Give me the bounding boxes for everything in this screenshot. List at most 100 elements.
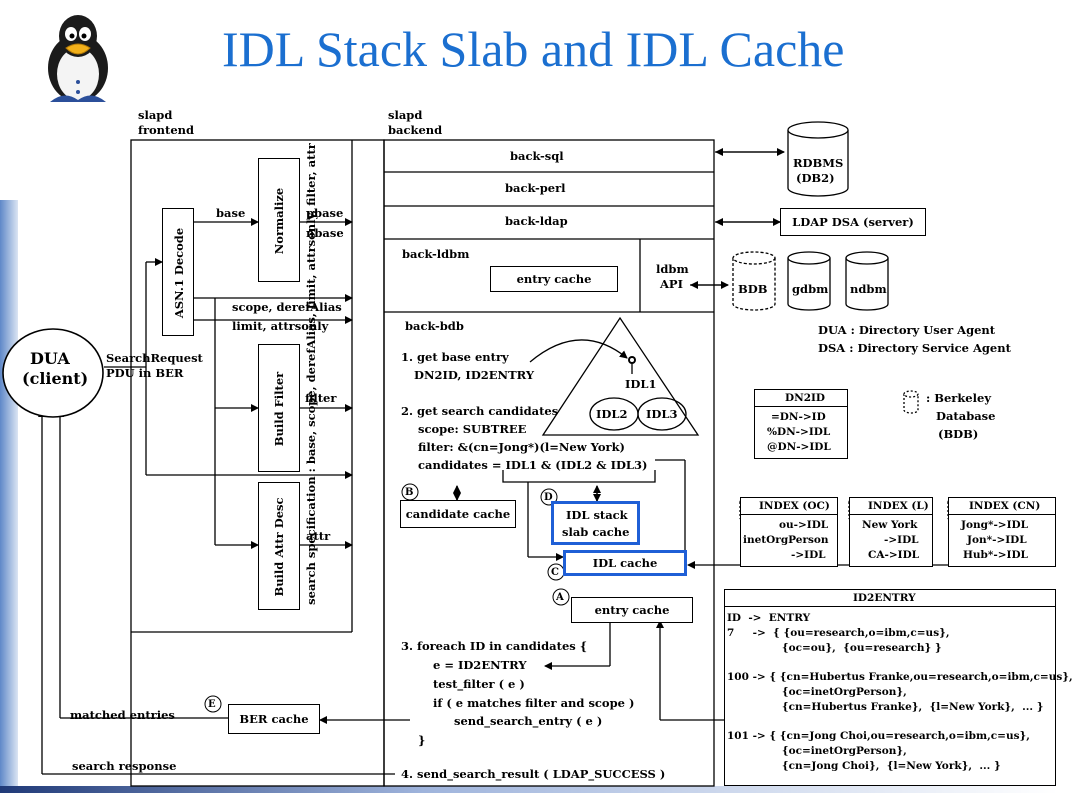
berkeley-line1: : Berkeley [926,391,991,405]
idl-stack-slab-cache-box: IDL stack slab cache [551,501,640,545]
index-oc-table: INDEX (OC) ou->IDL inetOrgPerson ->IDL [740,497,838,567]
bottom-decoration [0,786,1058,793]
index-oc-row3: ->IDL [791,549,826,561]
marker-e: E [208,699,216,710]
index-cn-title: INDEX (CN) [969,500,1041,512]
back-bdb-label: back-bdb [405,319,464,333]
rdbms-label-line2: (DB2) [796,171,835,185]
index-cn-table: INDEX (CN) Jong*->IDL Jon*->IDL Hub*->ID… [948,497,1056,567]
step4-text: 4. send_search_result ( LDAP_SUCCESS ) [401,767,666,781]
search-specification-label: search specification : base, scope, dere… [304,143,318,605]
ndbm-label: ndbm [850,282,887,296]
back-ldbm-label: back-ldbm [402,247,470,261]
ber-cache-box: BER cache [228,704,320,734]
backend-label-line1: slapd [388,108,423,122]
normalize-box: Normalize [258,158,300,282]
bdb-label: BDB [738,282,768,296]
index-l-row3: CA->IDL [868,549,920,561]
frontend-label-line1: slapd [138,108,173,122]
idl-stack-label-line1: IDL stack [566,508,628,522]
dn2id-title: DN2ID [785,392,826,404]
step2-candidates: candidates = IDL1 & (IDL2 & IDL3) [418,458,648,472]
dua-definition: DUA : Directory User Agent [818,323,996,337]
ldbm-api-line2: API [660,277,683,291]
filter-label: filter [305,391,337,405]
index-oc-title: INDEX (OC) [759,500,830,512]
marker-a: A [556,592,564,603]
idl-stack-label-line2: slab cache [562,525,630,539]
index-l-row1: New York [862,519,918,531]
id2entry-line: {cn=Jong Choi}, {l=New York}, ... } [727,760,1001,772]
id2entry-table: ID2ENTRY ID -> ENTRY 7 -> { {ou=research,… [724,589,1073,786]
idl3-label: IDL3 [646,407,678,421]
index-l-table: INDEX (L) New York ->IDL CA->IDL [849,497,933,567]
berkeley-line2: Database [936,409,996,423]
idl1-label: IDL1 [625,377,657,391]
index-l-title: INDEX (L) [868,500,929,512]
bdb-entry-cache-box: entry cache [571,597,693,623]
candidate-cache-box: candidate cache [400,500,516,528]
backend-label-line2: backend [388,123,443,137]
asn1-decode-box: ASN.1 Decode [162,208,194,336]
index-cn-row1: Jong*->IDL [961,519,1028,531]
marker-b: B [405,487,414,498]
page-title: IDL Stack Slab and IDL Cache [222,21,845,77]
attr-label: attr [306,529,331,543]
dua-label-line1: DUA [30,349,70,368]
build-filter-label: Build Filter [272,371,286,447]
dn2id-row3: @DN->IDL [767,441,831,453]
index-cn-row2: Jon*->IDL [967,534,1027,546]
id2entry-line: {oc=inetOrgPerson}, [727,745,907,758]
idl-cache-box: IDL cache [563,550,687,576]
index-oc-row2: inetOrgPerson [743,534,829,546]
rdbms-label-line1: RDBMS [793,156,844,170]
step3-send: send_search_entry ( e ) [454,714,603,728]
berkeley-line3: (BDB) [938,427,979,441]
back-ldap-label: back-ldap [505,214,568,228]
nbase-label: nbase [306,226,344,240]
gdbm-label: gdbm [792,282,829,296]
step3-close: } [418,733,426,747]
marker-d: D [544,492,553,503]
index-l-row2: ->IDL [884,534,919,546]
build-filter-box: Build Filter [258,344,300,472]
id2entry-line: {oc=inetOrgPerson}, [727,686,907,698]
dn2id-table: DN2ID =DN->ID %DN->IDL @DN->IDL [754,389,848,459]
step1-text: 1. get base entry [401,350,509,364]
back-sql-label: back-sql [510,149,564,163]
step2-filter: filter: &(cn=Jong*)(l=New York) [418,440,625,454]
search-response-label: search response [72,759,177,773]
dn2id-row2: %DN->IDL [767,426,831,438]
base-label: base [216,206,246,220]
penguin-logo-icon [48,15,108,102]
limit-label: limit, attrsonly [232,319,329,333]
pbase-label: pbase [306,206,344,220]
id2entry-line: 101 -> { {cn=Jong Choi,ou=research,o=ibm… [727,730,1030,743]
step3-entry: e = ID2ENTRY [433,658,527,672]
id2entry-title: ID2ENTRY [853,592,916,604]
dn2id-row1: =DN->ID [771,411,826,423]
build-attr-desc-label: Build Attr Desc [272,497,286,597]
ldap-dsa-box: LDAP DSA (server) [780,208,926,236]
id2entry-line: ID -> ENTRY [727,612,811,624]
step3-if: if ( e matches filter and scope ) [433,696,635,710]
id2entry-line: 7 -> { {ou=research,o=ibm,c=us}, [727,626,950,639]
idl2-label: IDL2 [596,407,628,421]
build-attr-desc-box: Build Attr Desc [258,482,300,610]
matched-entries-label: matched entries [70,708,175,722]
index-cn-row3: Hub*->IDL [963,549,1028,561]
id2entry-line: {cn=Hubertus Franke}, {l=New York}, ... … [727,700,1044,713]
step2-scope: scope: SUBTREE [418,422,527,436]
pdu-in-ber-label: PDU in BER [106,366,184,380]
ldbm-api-line1: ldbm [656,262,689,276]
index-oc-row1: ou->IDL [779,519,829,531]
marker-c: C [551,567,559,578]
id2entry-line: 100 -> { {cn=Hubertus Franke,ou=research… [727,671,1073,684]
normalize-label: Normalize [272,187,286,255]
step1-detail: DN2ID, ID2ENTRY [414,368,535,382]
step2-text: 2. get search candidates [401,404,559,418]
dsa-definition: DSA : Directory Service Agent [818,341,1011,355]
search-request-label: SearchRequest [106,351,203,365]
step3-test: test_filter ( e ) [433,677,525,691]
